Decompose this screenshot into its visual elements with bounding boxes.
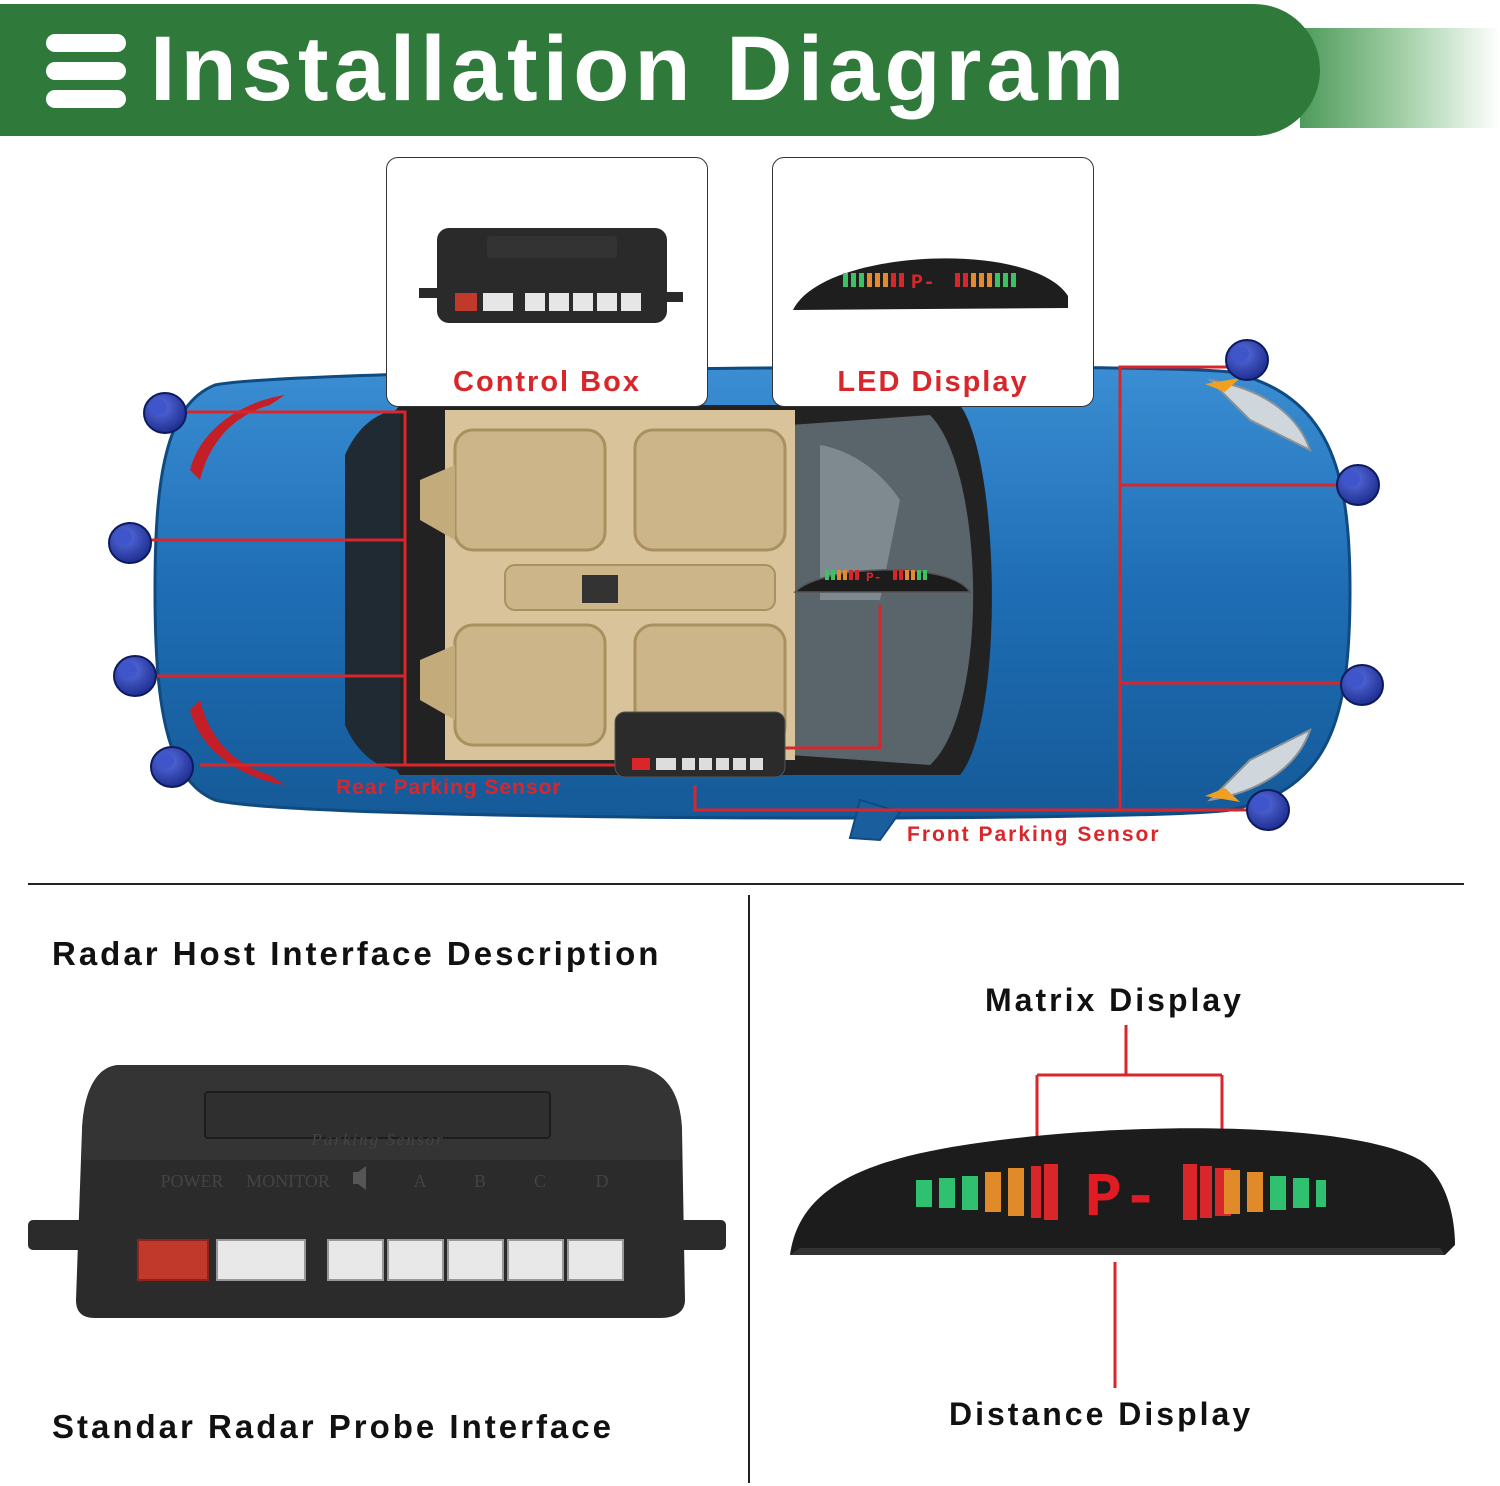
- interface-title: Radar Host Interface Description: [52, 935, 662, 972]
- sensor-rear-4: [150, 746, 194, 788]
- header-banner: Installation Diagram: [0, 0, 1500, 140]
- speaker-icon: [353, 1166, 366, 1190]
- matrix-display-label: Matrix Display: [985, 982, 1244, 1018]
- sensor-rear-3: [113, 655, 157, 697]
- control-box-callout: Control Box: [386, 157, 708, 407]
- section-divider: [28, 883, 1464, 885]
- control-box-image: [419, 228, 683, 323]
- sensor-wiring: [150, 365, 1350, 812]
- port-label-a: A: [414, 1171, 427, 1191]
- distance-bars-left: [916, 1164, 1058, 1220]
- sensor-rear-1: [143, 392, 187, 434]
- svg-text:P-: P-: [866, 570, 882, 585]
- port-label-c: C: [534, 1171, 546, 1191]
- sensor-front-3: [1340, 664, 1384, 706]
- column-divider: [748, 895, 750, 1483]
- sensor-front-1: [1225, 339, 1269, 381]
- brand-text: Parking Sensor: [310, 1130, 444, 1149]
- led-display-in-car: P-: [793, 569, 972, 593]
- port-label-power: POWER: [161, 1171, 224, 1191]
- port-label-monitor: MONITOR: [246, 1171, 330, 1191]
- car-seats: [420, 410, 795, 760]
- sensor-front-2: [1336, 464, 1380, 506]
- distance-bars-right: [1183, 1164, 1326, 1220]
- car-installation-diagram: P-: [108, 339, 1384, 842]
- led-display-detail: P-: [790, 1025, 1455, 1388]
- sensor-rear-2: [108, 522, 152, 564]
- matrix-readout: P-: [1085, 1163, 1159, 1234]
- distance-display-label: Distance Display: [949, 1396, 1254, 1432]
- interface-footer: Standar Radar Probe Interface: [52, 1408, 614, 1445]
- port-label-b: B: [474, 1171, 486, 1191]
- led-display-callout: P- LED Display: [772, 157, 1094, 407]
- led-display-label: LED Display: [837, 366, 1029, 398]
- control-box-in-car: [614, 711, 786, 778]
- menu-icon-line: [46, 90, 126, 108]
- parking-sensors: [108, 339, 1384, 831]
- menu-icon: [46, 34, 126, 52]
- header-bar: [0, 4, 1320, 136]
- menu-icon-line: [46, 62, 126, 80]
- sensor-front-4: [1246, 789, 1290, 831]
- control-box-label: Control Box: [453, 366, 641, 398]
- svg-text:P-: P-: [911, 272, 935, 295]
- port-label-d: D: [596, 1171, 609, 1191]
- radar-host-image: Parking Sensor POWER MONITOR A B C D: [28, 1065, 726, 1318]
- page-title: Installation Diagram: [150, 18, 1130, 120]
- rear-sensor-label: Rear Parking Sensor: [336, 776, 562, 799]
- front-sensor-label: Front Parking Sensor: [907, 823, 1161, 846]
- header-fade: [1300, 28, 1500, 128]
- led-display-image: P-: [793, 258, 1068, 310]
